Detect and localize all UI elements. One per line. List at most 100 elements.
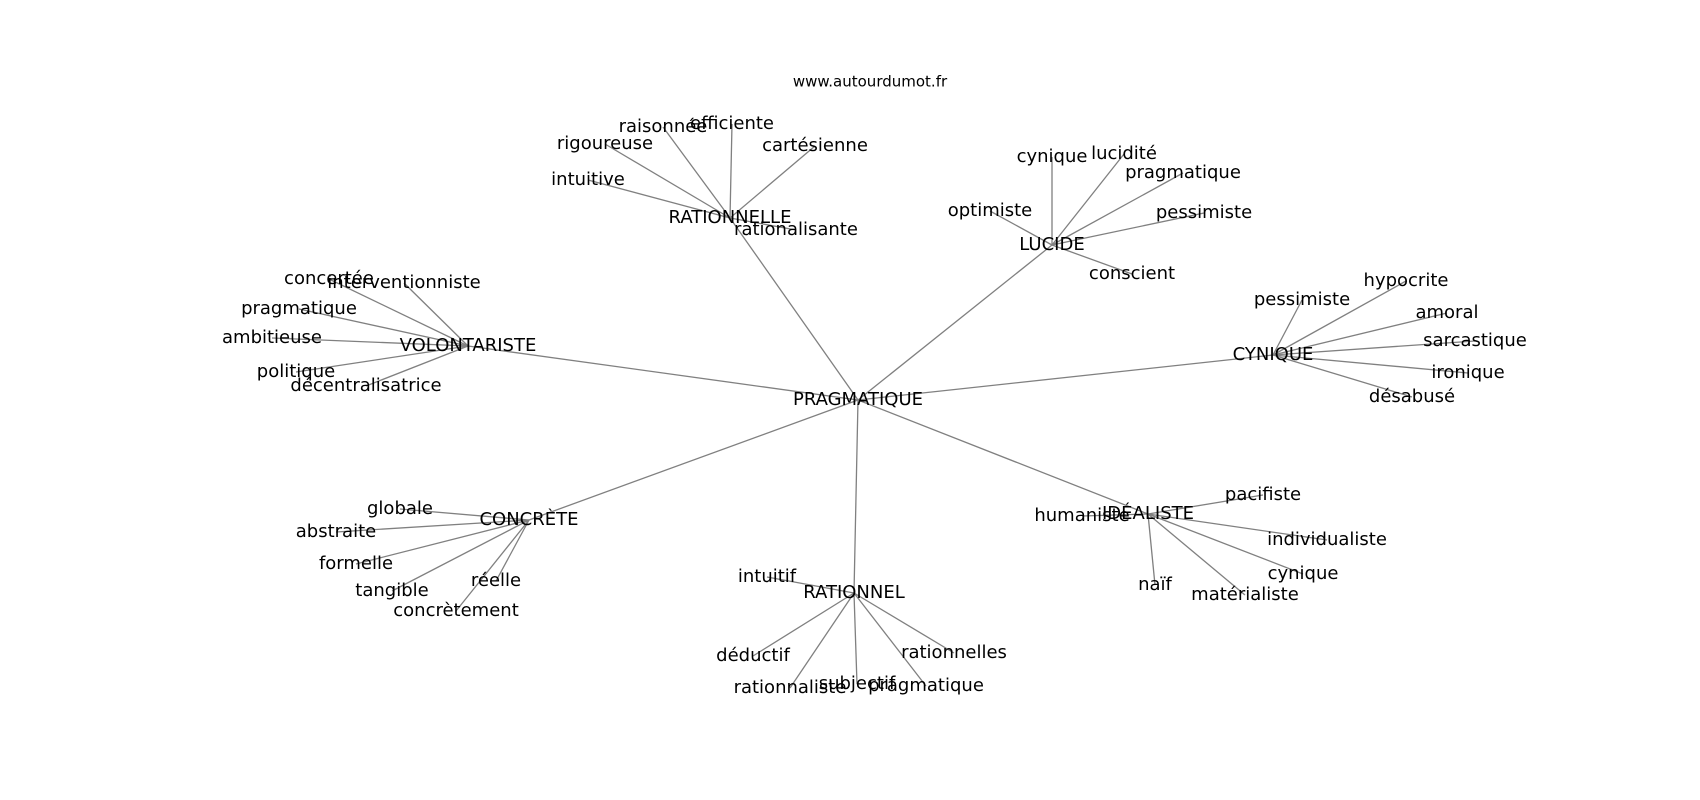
node-leaf-concrete-4: réelle bbox=[471, 570, 521, 591]
node-hub-cynique: CYNIQUE bbox=[1233, 344, 1314, 365]
edge-center-lucide bbox=[857, 244, 1053, 401]
node-leaf-rationnelle-5: rationalisante bbox=[734, 219, 858, 240]
edge-cynique-leaf-5 bbox=[1272, 354, 1413, 398]
edge-cynique-leaf-4 bbox=[1272, 354, 1469, 374]
edge-idealiste-leaf-3 bbox=[1147, 513, 1304, 575]
edge-rationnelle-leaf-3 bbox=[729, 123, 733, 219]
node-leaf-rationnelle-0: intuitive bbox=[551, 169, 625, 190]
edge-center-rationnelle bbox=[729, 217, 859, 401]
node-leaf-volontariste-2: pragmatique bbox=[241, 298, 357, 319]
edge-center-rationnel bbox=[853, 399, 859, 594]
node-leaf-volontariste-0: concertée bbox=[284, 268, 374, 289]
node-leaf-rationnel-0: intuitif bbox=[738, 566, 797, 587]
edge-lucide-leaf-2 bbox=[1051, 153, 1125, 246]
node-leaf-concrete-2: formelle bbox=[319, 553, 393, 574]
edge-volontariste-leaf-4 bbox=[295, 345, 469, 373]
node-leaf-cynique-3: sarcastique bbox=[1423, 330, 1527, 351]
node-leaf-rationnel-2: rationnaliste bbox=[734, 677, 847, 698]
node-leaf-rationnel-1: déductif bbox=[716, 645, 790, 666]
node-leaf-rationnelle-2: raisonnée bbox=[619, 116, 708, 137]
node-leaf-lucide-2: lucidité bbox=[1091, 143, 1157, 164]
edge-rationnelle-leaf-5 bbox=[729, 217, 797, 231]
graph-edges bbox=[271, 123, 1476, 689]
edge-concrete-leaf-2 bbox=[355, 519, 530, 565]
edge-idealiste-leaf-1 bbox=[1147, 494, 1264, 515]
node-leaf-idealiste-1: pacifiste bbox=[1225, 484, 1301, 505]
edge-rationnel-leaf-5 bbox=[853, 592, 955, 654]
edge-center-volontariste bbox=[467, 345, 859, 401]
node-leaf-lucide-0: optimiste bbox=[948, 200, 1033, 221]
edge-rationnelle-leaf-0 bbox=[587, 179, 731, 219]
edge-volontariste-leaf-0 bbox=[328, 278, 469, 347]
node-leaf-rationnel-4: pragmatique bbox=[868, 675, 984, 696]
edge-concrete-leaf-4 bbox=[495, 519, 530, 582]
edge-rationnel-leaf-2 bbox=[789, 592, 855, 689]
node-leaf-concrete-0: globale bbox=[367, 498, 433, 519]
node-leaf-rationnelle-3: efficiente bbox=[690, 113, 774, 134]
node-leaf-cynique-5: désabusé bbox=[1369, 386, 1455, 407]
edge-volontariste-leaf-2 bbox=[298, 308, 469, 347]
node-leaf-cynique-0: pessimiste bbox=[1254, 289, 1350, 310]
node-leaf-idealiste-5: naïf bbox=[1138, 574, 1172, 595]
edge-rationnelle-leaf-1 bbox=[604, 143, 731, 219]
edge-idealiste-leaf-4 bbox=[1147, 513, 1246, 596]
edge-cynique-leaf-3 bbox=[1272, 340, 1476, 356]
edge-idealiste-leaf-0 bbox=[1081, 513, 1149, 517]
edge-cynique-leaf-2 bbox=[1272, 312, 1448, 356]
node-leaf-idealiste-2: individualiste bbox=[1267, 529, 1387, 550]
node-leaf-rationnelle-1: rigoureuse bbox=[557, 133, 653, 154]
edge-center-cynique bbox=[857, 354, 1274, 401]
node-leaf-lucide-1: cynique bbox=[1017, 146, 1088, 167]
node-leaf-concrete-3: tangible bbox=[355, 580, 428, 601]
node-leaf-rationnelle-4: cartésienne bbox=[762, 135, 868, 156]
node-leaf-volontariste-3: ambitieuse bbox=[222, 327, 322, 348]
node-center: PRAGMATIQUE bbox=[793, 389, 923, 410]
edge-volontariste-leaf-1 bbox=[403, 282, 469, 347]
edge-concrete-leaf-1 bbox=[335, 519, 530, 533]
edge-idealiste-leaf-2 bbox=[1147, 513, 1328, 541]
edge-rationnel-leaf-3 bbox=[853, 592, 858, 685]
edge-rationnel-leaf-0 bbox=[766, 576, 855, 594]
edge-lucide-leaf-5 bbox=[1051, 244, 1133, 275]
node-leaf-lucide-3: pragmatique bbox=[1125, 162, 1241, 183]
edge-lucide-leaf-4 bbox=[1051, 212, 1205, 246]
node-leaf-rationnel-5: rationnelles bbox=[901, 642, 1007, 663]
node-leaf-volontariste-1: interventionniste bbox=[327, 272, 480, 293]
graph-labels: www.autourdumot.fr PRAGMATIQUE RATIONNELL… bbox=[222, 73, 1527, 699]
source-watermark: www.autourdumot.fr bbox=[793, 73, 948, 91]
node-leaf-idealiste-0: humaniste bbox=[1034, 505, 1129, 526]
edge-rationnel-leaf-4 bbox=[853, 592, 927, 687]
edge-rationnelle-leaf-4 bbox=[729, 145, 816, 219]
node-leaf-volontariste-4: politique bbox=[257, 361, 335, 382]
edge-concrete-leaf-3 bbox=[391, 519, 530, 592]
node-hub-rationnelle: RATIONNELLE bbox=[669, 207, 792, 228]
edge-center-concrete bbox=[528, 399, 859, 521]
edge-lucide-leaf-3 bbox=[1051, 172, 1184, 246]
edge-center-idealiste bbox=[857, 399, 1149, 515]
edge-rationnelle-leaf-2 bbox=[662, 126, 731, 219]
node-leaf-volontariste-5: décentralisatrice bbox=[290, 375, 441, 396]
node-leaf-lucide-5: conscient bbox=[1089, 263, 1175, 284]
edge-concrete-leaf-5 bbox=[455, 519, 530, 612]
node-hub-rationnel: RATIONNEL bbox=[803, 582, 905, 603]
node-hub-concrete: CONCRÈTE bbox=[479, 508, 578, 530]
node-hub-volontariste: VOLONTARISTE bbox=[400, 335, 537, 356]
edge-concrete-leaf-0 bbox=[399, 508, 530, 521]
node-leaf-cynique-1: hypocrite bbox=[1364, 270, 1449, 291]
node-leaf-concrete-1: abstraite bbox=[296, 521, 376, 542]
node-leaf-rationnel-3: subjectif bbox=[819, 673, 896, 694]
node-leaf-cynique-2: amoral bbox=[1415, 302, 1478, 323]
edge-volontariste-leaf-5 bbox=[365, 345, 469, 387]
node-leaf-lucide-4: pessimiste bbox=[1156, 202, 1252, 223]
edge-rationnel-leaf-1 bbox=[752, 592, 855, 657]
edge-volontariste-leaf-3 bbox=[271, 337, 469, 347]
node-leaf-cynique-4: ironique bbox=[1431, 362, 1504, 383]
edge-cynique-leaf-0 bbox=[1272, 299, 1303, 356]
node-leaf-concrete-5: concrètement bbox=[393, 600, 519, 621]
edge-idealiste-leaf-5 bbox=[1147, 513, 1156, 586]
node-leaf-idealiste-4: matérialiste bbox=[1191, 584, 1299, 605]
node-hub-idealiste: IDÉALISTE bbox=[1102, 502, 1194, 524]
edge-cynique-leaf-1 bbox=[1272, 280, 1407, 356]
node-leaf-idealiste-3: cynique bbox=[1268, 563, 1339, 584]
